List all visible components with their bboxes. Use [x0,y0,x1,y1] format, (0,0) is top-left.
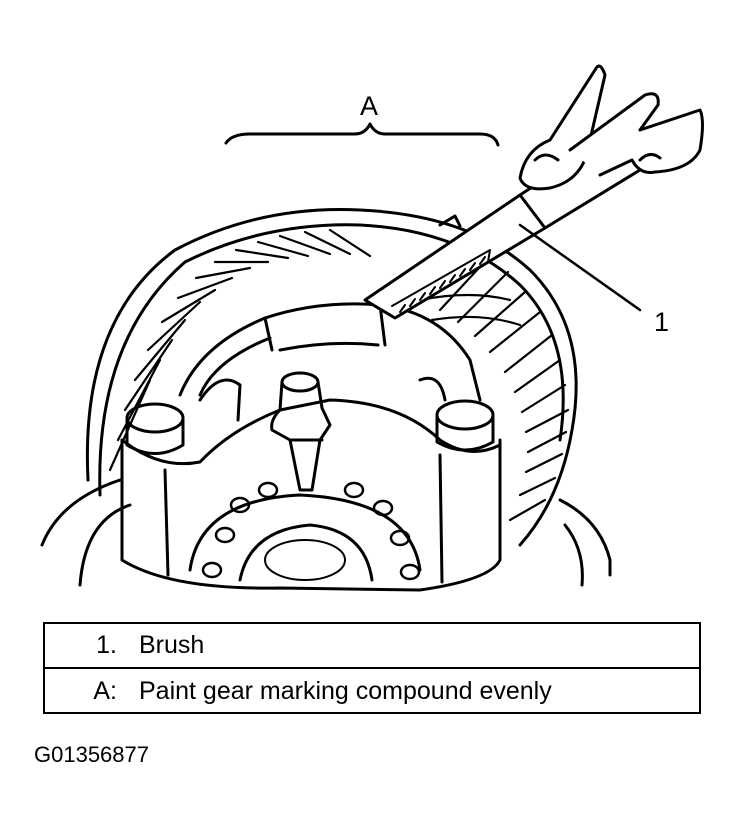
right-bolt [435,399,495,452]
legend-text: Brush [139,631,205,659]
legend-row-paint: A: Paint gear marking compound evenly [45,669,699,714]
legend-row-brush: 1. Brush [45,624,699,669]
legend-key: A: [93,677,117,705]
legend-table: 1. Brush A: Paint gear marking compound … [43,622,701,714]
hand [518,64,704,191]
hub [188,493,422,582]
carrier-housing [178,302,482,402]
legend-key: 1. [96,631,117,659]
ring-gear-outline [85,208,578,547]
leader-line-1 [518,223,642,312]
legend-text: Paint gear marking compound evenly [139,677,552,705]
left-bolt [125,402,185,455]
bearing-cap [120,438,502,592]
callout-1: 1 [654,307,670,337]
center-lock-pin [270,371,332,492]
housing-flange [40,478,612,577]
callout-a: A [360,91,379,121]
bolt-holes [201,481,421,581]
bracket-a [224,122,500,147]
differential-gear-illustration [40,64,704,592]
figure-id: G01356877 [34,742,149,767]
